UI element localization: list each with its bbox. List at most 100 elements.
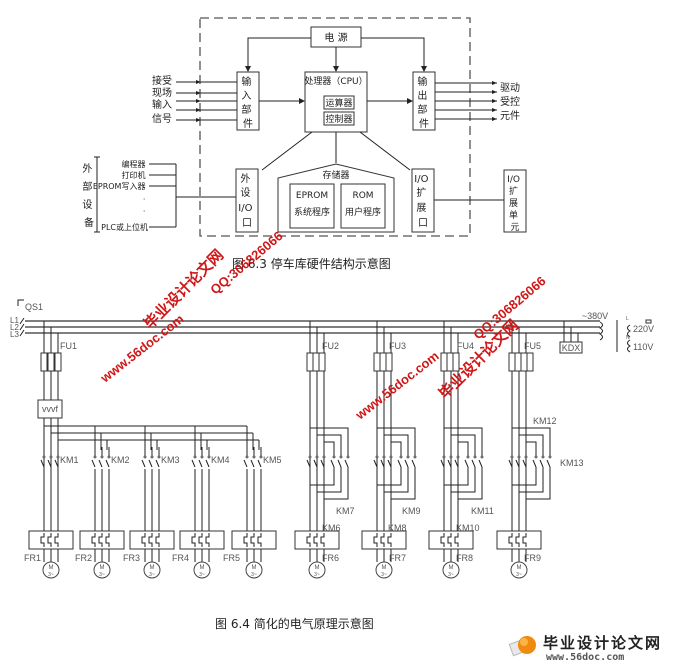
km11-label: KM11 xyxy=(471,506,494,516)
contact-dot xyxy=(406,455,410,459)
vvvf-box xyxy=(37,399,63,419)
contact-dot xyxy=(548,455,552,459)
motor-label: M xyxy=(517,565,522,571)
thermal-element xyxy=(250,533,255,547)
fuse-symbol xyxy=(306,352,314,372)
fr1-label: FR1 xyxy=(24,553,41,563)
overload-relay-box xyxy=(129,530,175,550)
power-to-output-line xyxy=(361,37,425,70)
qs1-switch-symbol xyxy=(17,299,24,306)
fuse-symbol xyxy=(440,352,448,372)
contact-dot xyxy=(413,455,417,459)
contact-blade xyxy=(373,459,378,468)
reverse-wire xyxy=(512,427,551,450)
contact-blade xyxy=(250,459,255,468)
thermal-element xyxy=(54,533,59,547)
contact-blade xyxy=(380,459,385,468)
motor-phase-label: 3~ xyxy=(99,572,105,578)
cpu-to-peripheral-io-line xyxy=(261,131,313,171)
logo-highlight xyxy=(520,638,528,646)
km7-label: KM7 xyxy=(336,506,355,516)
qs1-label: QS1 xyxy=(25,302,43,312)
contact-dot xyxy=(143,455,147,459)
watermark-url-2: www.56doc.com xyxy=(352,348,442,423)
motor-phase-label: 3~ xyxy=(48,572,54,578)
overload-relay-box xyxy=(231,530,277,550)
power-supply-label: 电 源 xyxy=(324,31,347,44)
overload-relay-box xyxy=(428,530,474,550)
fuse-symbol xyxy=(446,352,454,372)
figure1-caption: 图 6.3 停车库硬件结构示意图 xyxy=(232,256,391,271)
arrow-head xyxy=(333,66,339,72)
fu2-label: FU2 xyxy=(322,341,339,351)
reverse-wire xyxy=(526,467,551,500)
contact-blade xyxy=(243,459,248,468)
contact-blade xyxy=(404,459,409,468)
contact-dot xyxy=(375,455,379,459)
contact-dot xyxy=(322,455,326,459)
arrow-head xyxy=(299,98,305,104)
motor-label: M xyxy=(449,565,454,571)
vvvf-motor-groups: M3~M3~M3~M3~M3~ xyxy=(28,426,277,579)
io-expansion-port-label: I/O 扩 展 口 xyxy=(414,174,431,229)
thermal-element xyxy=(380,533,385,547)
contact-dot xyxy=(466,455,470,459)
thermal-element xyxy=(47,533,52,547)
km8-label: KM8 xyxy=(388,523,407,533)
input-signal-lines xyxy=(176,80,237,122)
thermal-element xyxy=(105,533,110,547)
contact-dot xyxy=(42,455,46,459)
contact-dot xyxy=(517,455,521,459)
external-devices-label: 外 部 设 备 xyxy=(82,163,95,229)
thermal-element xyxy=(387,533,392,547)
contact-blade xyxy=(344,459,349,468)
fr9-label: FR9 xyxy=(524,553,541,563)
motor-icon xyxy=(93,561,111,579)
tap-n-label: N xyxy=(626,335,630,341)
contact-dot xyxy=(56,455,60,459)
eprom-label: EPROM xyxy=(296,191,328,201)
contact-blade xyxy=(54,459,59,468)
thermal-element xyxy=(440,533,445,547)
fuse-symbol xyxy=(385,352,393,372)
motor-icon xyxy=(42,561,60,579)
contact-dot xyxy=(193,455,197,459)
contact-dot xyxy=(207,455,211,459)
transformer-secondary-110 xyxy=(627,339,631,353)
thermal-element xyxy=(508,533,513,547)
contact-dot xyxy=(541,455,545,459)
rom-desc: 用户程序 xyxy=(345,206,381,218)
fuse-symbol xyxy=(452,352,460,372)
fu3-label: FU3 xyxy=(389,341,406,351)
thermal-element xyxy=(373,533,378,547)
contact-blade xyxy=(546,459,551,468)
reverse-wire xyxy=(458,441,469,450)
contact-blade xyxy=(471,459,476,468)
thermal-element xyxy=(91,533,96,547)
kdx-box xyxy=(559,341,583,354)
io-expansion-unit-box xyxy=(503,169,527,233)
fr6-label: FR6 xyxy=(322,553,339,563)
qs1-contacts xyxy=(19,317,25,337)
external-devices-list: 编程器 打印机 EPROM写入器 · · PLC或上位机 xyxy=(93,159,148,232)
contact-blade xyxy=(508,459,513,468)
contact-blade xyxy=(313,459,318,468)
reverse-wire xyxy=(451,434,476,450)
contact-dot xyxy=(456,455,460,459)
motor-label: M xyxy=(315,565,320,571)
thermal-element xyxy=(306,533,311,547)
contact-blade xyxy=(539,459,544,468)
contact-blade xyxy=(155,459,160,468)
contact-blade xyxy=(40,459,45,468)
fuse-symbol xyxy=(318,352,326,372)
thermal-element xyxy=(313,533,318,547)
reverse-wire xyxy=(458,467,483,500)
electrical-schematic: QS1 L1 L2 L3 ~380V L N 220V 110V KDX xyxy=(10,299,654,631)
tap-l-label: L xyxy=(626,316,629,322)
alu-label: 运算器 xyxy=(325,97,352,109)
kdx-label: KDX xyxy=(562,343,581,353)
thermal-element xyxy=(447,533,452,547)
input-unit-label: 输 入 部 件 xyxy=(241,75,254,130)
contact-blade xyxy=(320,459,325,468)
motor-icon xyxy=(442,561,460,579)
